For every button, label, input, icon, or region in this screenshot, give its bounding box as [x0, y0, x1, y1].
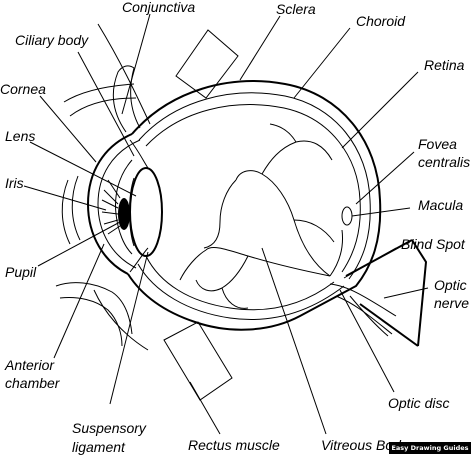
- iris-striations: [101, 179, 121, 235]
- label-fovea-line1: Fovea: [418, 136, 457, 152]
- lower-lid-fold: [55, 282, 133, 335]
- label-vitreous-body: Vitreous Body: [321, 437, 409, 453]
- cornea-line-3: [71, 175, 81, 241]
- leader-lens: [29, 141, 137, 197]
- label-suspensory-ligament-line2: ligament: [72, 439, 126, 455]
- retinal-vessels: [179, 123, 343, 309]
- leader-sclera: [239, 15, 281, 81]
- label-ciliary-body: Ciliary body: [15, 32, 89, 48]
- leader-optic-disc: [339, 289, 395, 393]
- upper-lid-fold: [63, 83, 135, 103]
- inner-lower-wall: [145, 255, 335, 311]
- lens-front: [129, 177, 135, 247]
- upper-lid-fold-2: [69, 97, 137, 117]
- leader-conjunctiva: [121, 13, 151, 115]
- optic-nerve-inner-1: [329, 283, 397, 317]
- pupil-shape: [118, 198, 130, 230]
- sclera-outline: [127, 80, 382, 331]
- label-lens: Lens: [5, 128, 35, 144]
- choroid-outline: [138, 92, 371, 280]
- leader-iris: [23, 185, 107, 211]
- leader-fovea: [355, 151, 415, 205]
- optic-nerve-end: [411, 239, 428, 347]
- label-rectus-muscle: Rectus muscle: [188, 437, 280, 453]
- eyeball: [55, 23, 428, 401]
- cornea-inner: [97, 139, 141, 269]
- leader-optic-nerve: [383, 287, 429, 299]
- leader-pupil: [37, 221, 121, 267]
- label-macula: Macula: [418, 197, 463, 213]
- label-anterior-chamber-line2: chamber: [5, 375, 61, 391]
- leader-blind-spot: [343, 247, 397, 279]
- retina-outline: [145, 104, 361, 273]
- cornea-line-4: [61, 179, 71, 245]
- leader-vitreous-body: [261, 247, 327, 435]
- lower-rectus-muscle: [163, 321, 233, 401]
- label-pupil: Pupil: [5, 264, 37, 280]
- leader-macula: [351, 207, 411, 217]
- lower-conjunctiva: [93, 289, 149, 351]
- label-optic-disc: Optic disc: [388, 395, 449, 411]
- label-choroid: Choroid: [356, 13, 406, 29]
- label-cornea: Cornea: [0, 81, 46, 97]
- label-anterior-chamber-line1: Anterior: [4, 357, 55, 373]
- leader-lines: [23, 13, 429, 435]
- label-fovea-line2: centralis: [418, 154, 470, 170]
- lens-shape: [129, 167, 163, 257]
- optic-nerve-inner-3: [349, 295, 389, 337]
- label-iris: Iris: [5, 175, 24, 191]
- label-suspensory-ligament-line1: Suspensory: [72, 420, 147, 436]
- optic-nerve-bottom: [359, 303, 419, 347]
- leader-retina: [341, 71, 419, 149]
- label-optic-nerve-line2: nerve: [434, 295, 469, 311]
- leader-rectus-muscle: [189, 381, 221, 435]
- label-retina: Retina: [424, 57, 465, 73]
- ciliary-body-bottom: [129, 247, 149, 273]
- label-blind-spot: Blind Spot: [401, 236, 466, 252]
- outer-lower-wall: [137, 263, 345, 321]
- optic-nerve-inner-2: [335, 295, 393, 335]
- ciliary-body-top: [129, 139, 149, 169]
- macula-spot: [341, 206, 353, 226]
- watermark-logo: Easy Drawing Guides: [389, 442, 471, 454]
- upper-rectus-muscle: [175, 29, 239, 99]
- leader-choroid: [293, 27, 351, 99]
- label-sclera: Sclera: [276, 1, 316, 17]
- label-optic-nerve-line1: Optic: [434, 277, 467, 293]
- leader-cornea: [39, 95, 97, 163]
- label-conjunctiva: Conjunctiva: [122, 0, 195, 15]
- upper-muscle-fold: [97, 23, 151, 125]
- leader-anterior-chamber: [53, 243, 105, 359]
- leader-suspensory-ligament: [109, 251, 149, 405]
- leader-ciliary-body: [77, 51, 135, 157]
- lower-lid-fold-2: [59, 297, 123, 347]
- cornea-outline: [86, 133, 133, 275]
